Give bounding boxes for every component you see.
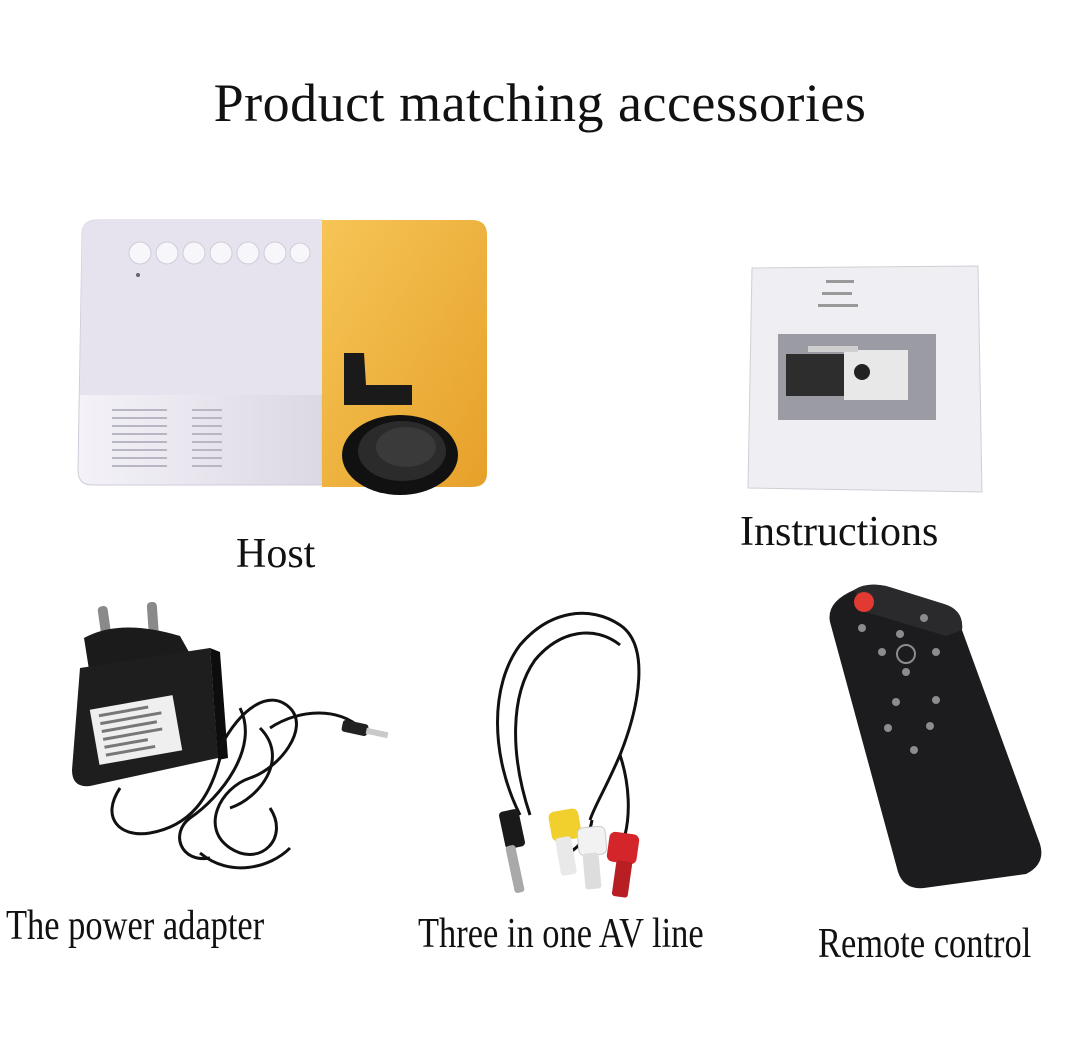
item-label-remote-control: Remote control <box>818 921 1032 967</box>
item-label-av-line: Three in one AV line <box>418 911 704 957</box>
page-title: Product matching accessories <box>213 73 867 133</box>
item-label-instructions: Instructions <box>740 509 939 555</box>
power-adapter-icon <box>72 601 389 870</box>
item-label-host: Host <box>236 531 316 577</box>
av-cable-icon <box>496 611 641 898</box>
projector-icon <box>77 219 487 495</box>
remote-control-icon <box>829 584 1042 889</box>
item-label-power-adapter: The power adapter <box>6 903 265 949</box>
manual-icon <box>747 265 983 493</box>
